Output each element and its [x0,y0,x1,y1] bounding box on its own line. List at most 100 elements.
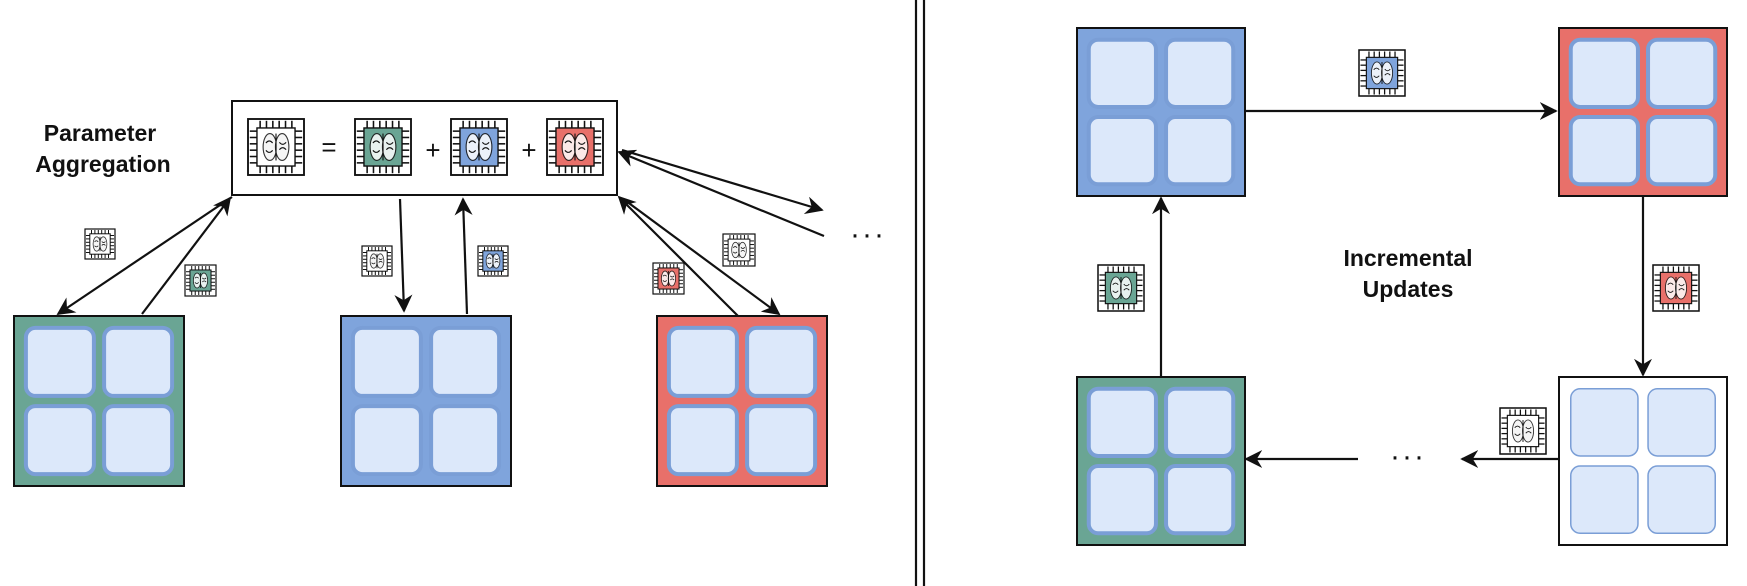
client-tile [1568,37,1640,109]
arrow-server-to-blue [394,198,413,313]
incremental-updates-label-line2: Updates [1363,276,1454,302]
red-update-icon [652,262,685,295]
brain-folds [372,140,394,153]
white-model-icon-transfer [1499,407,1547,455]
client-blue [340,315,512,487]
arrow-server-to-more [621,148,824,214]
brain-folds [1514,425,1532,436]
client-tile [1570,388,1639,457]
brain-folds [265,140,287,153]
client-blue-right [1076,27,1246,197]
brain-folds [732,246,746,254]
client-tile [1570,465,1639,534]
client-green-right [1076,376,1246,546]
left-panel: Parameter Aggregation = + + ··· [13,100,886,487]
brain-folds [662,274,675,282]
arrow-green-to-server [141,196,232,315]
red-model-icon-transfer [1652,264,1700,312]
blue-update-icon [477,245,509,277]
global-model-icon-to-red [722,233,756,267]
global-model-icon-to-blue [361,245,393,277]
client-tile [1164,37,1236,109]
client-tile [23,325,96,398]
right-panel: Incremental Updates ··· [1076,27,1728,546]
client-tile [745,404,818,477]
brain-left-hemisphere [1511,419,1524,443]
client-tile [1086,115,1158,187]
brain-left-hemisphere [262,132,278,161]
brain-folds [487,257,499,265]
brain-left-hemisphere [561,132,577,161]
green-model-icon [354,118,412,176]
brain-right-hemisphere [1522,419,1535,443]
global-model-icon-to-green [84,228,116,260]
client-green [13,315,185,487]
client-tile [1568,115,1640,187]
brain-folds [564,140,586,153]
client-tile [1164,464,1236,536]
brain-folds [1373,67,1391,78]
brain-right-hemisphere [274,132,290,161]
client-tile [1646,37,1718,109]
client-tile [1647,388,1716,457]
green-model-icon-transfer [1097,264,1145,312]
brain-left-hemisphere [92,236,101,252]
client-tile [1164,115,1236,187]
client-tile [102,325,175,398]
aggregated-model-icon [247,118,305,176]
client-tile [1086,386,1158,458]
plus-sign-2: + [521,135,536,165]
brain-right-hemisphere [1120,276,1133,300]
blue-model-icon [450,118,508,176]
arrow-red-to-server [617,195,739,317]
brain-folds [1667,282,1685,293]
brain-right-hemisphere [738,241,747,259]
client-tile [1646,115,1718,187]
brain-left-hemisphere [1370,61,1383,85]
client-tile [666,404,739,477]
brain-right-hemisphere [477,132,493,161]
brain-folds [468,140,490,153]
brain-right-hemisphere [381,132,397,161]
more-clients-ellipsis: ··· [850,218,886,251]
equals-sign: = [321,132,336,162]
client-tile [1086,464,1158,536]
client-tile [1164,386,1236,458]
parameter-aggregation-label-line1: Parameter [44,120,157,146]
brain-left-hemisphere [660,270,670,287]
brain-folds [194,276,207,284]
brain-right-hemisphere [1675,276,1688,300]
client-tile [350,325,423,398]
brain-left-hemisphere [1664,276,1677,300]
brain-left-hemisphere [369,132,385,161]
brain-left-hemisphere [465,132,481,161]
more-clients-ellipsis-right: ··· [1390,440,1426,473]
brain-left-hemisphere [192,272,202,289]
brain-folds [371,257,383,265]
brain-right-hemisphere [1381,61,1394,85]
client-red [656,315,828,487]
client-tile [1086,37,1158,109]
client-tile [429,404,502,477]
client-tile [102,404,175,477]
incremental-updates-label-line1: Incremental [1343,245,1472,271]
green-update-icon [184,264,217,297]
brain-left-hemisphere [369,253,378,269]
arrow-server-to-red [625,200,781,316]
red-model-icon [546,118,604,176]
client-tile [429,325,502,398]
arrow-more-to-server [617,149,825,238]
client-tile [666,325,739,398]
client-tile [23,404,96,477]
brain-folds [94,240,106,248]
client-white-right [1558,376,1728,546]
brain-left-hemisphere [1109,276,1122,300]
parameter-aggregation-label-line2: Aggregation [35,151,170,177]
arrow-blue-to-server [454,197,473,315]
arrow-server-to-green [56,196,233,316]
brain-right-hemisphere [573,132,589,161]
brain-left-hemisphere [731,241,740,259]
plus-sign-1: + [425,135,440,165]
client-tile [350,404,423,477]
